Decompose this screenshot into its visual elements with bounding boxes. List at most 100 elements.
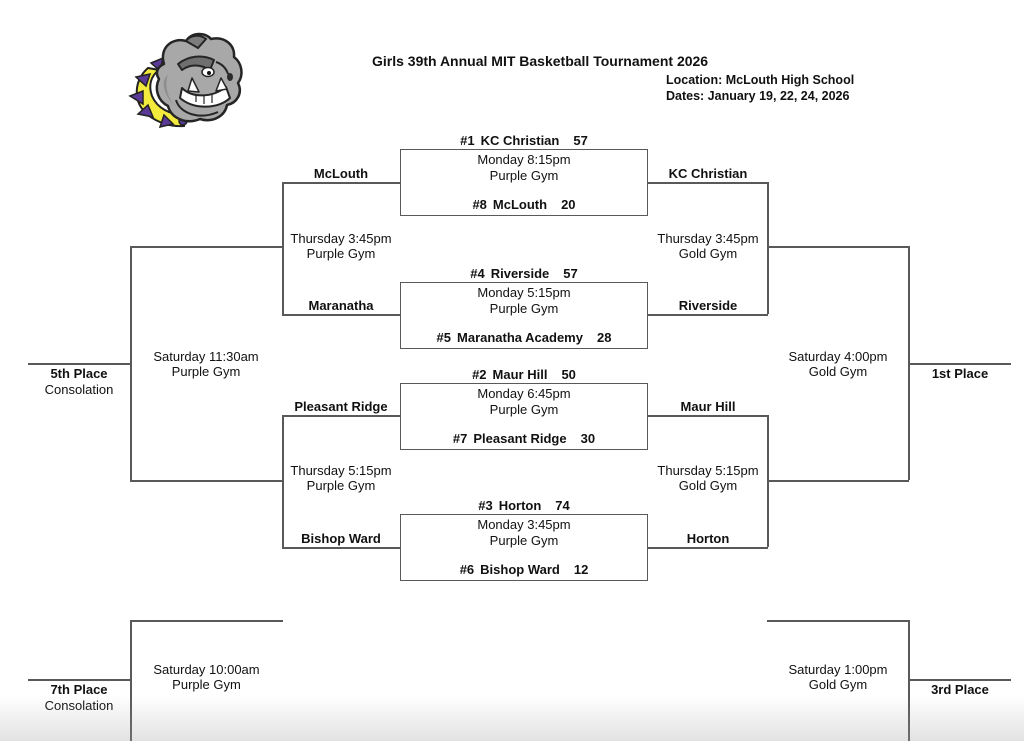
place-label: 5th Place (50, 366, 108, 381)
bracket-connector-line (282, 182, 284, 314)
score: 50 (561, 367, 576, 382)
game-time: Thursday 5:15pm (657, 463, 759, 478)
game-gym: Purple Gym (489, 300, 559, 316)
seed: #1 (460, 133, 475, 148)
game-time: Thursday 5:15pm (290, 463, 392, 478)
bracket-connector-line (767, 246, 909, 248)
bracket-connector-line (908, 620, 910, 741)
place-label: 7th Place (50, 682, 108, 697)
team-name: Pleasant Ridge (473, 431, 567, 446)
schedule-championship-game: Saturday 4:00pm Gold Gym (767, 349, 909, 379)
bracket-connector-line (282, 182, 400, 184)
schedule-3rd-place-game: Saturday 1:00pm Gold Gym (767, 662, 909, 692)
bracket-connector-line (767, 182, 769, 314)
game-gym: Gold Gym (678, 246, 738, 261)
tournament-location: Location: McLouth High School (666, 73, 855, 87)
game-time: Thursday 3:45pm (657, 231, 759, 246)
advancer-label-horton: Horton (686, 531, 730, 546)
score: 74 (555, 498, 570, 513)
bulldog-mascot-logo (128, 32, 243, 128)
tournament-dates: Dates: January 19, 22, 24, 2026 (666, 89, 850, 103)
bracket-connector-line (648, 415, 768, 417)
page-bottom-fade (0, 695, 1024, 741)
game-time: Saturday 11:30am (153, 349, 259, 364)
seed: #5 (436, 330, 452, 345)
team-name: Horton (498, 498, 542, 513)
score: 57 (573, 133, 588, 148)
score: 57 (563, 266, 578, 281)
bracket-connector-line (767, 480, 909, 482)
game-gym: Purple Gym (489, 532, 559, 548)
bracket-connector-line (648, 547, 768, 549)
bracket-connector-line (28, 363, 130, 365)
game-time: Monday 5:15pm (477, 285, 571, 300)
schedule-championship-semi-top: Thursday 3:45pm Gold Gym (648, 231, 768, 261)
advancer-label-riverside: Riverside (678, 298, 738, 313)
team-name: Riverside (490, 266, 550, 281)
bracket-connector-line (130, 246, 282, 248)
team-name: Maranatha Academy (457, 330, 583, 345)
bracket-connector-line (28, 679, 130, 681)
team-name: Bishop Ward (480, 562, 560, 577)
bracket-connector-line (130, 620, 283, 622)
team-name: KC Christian (480, 133, 560, 148)
place-label: 1st Place (931, 366, 989, 381)
bracket-connector-line (282, 415, 284, 547)
placement-3rd-place: 3rd Place (909, 682, 1011, 698)
game-4: #3 Horton 74 Monday 3:45pm Purple Gym #6 Bi… (400, 498, 648, 581)
schedule-7th-place-game: Saturday 10:00am Purple Gym (130, 662, 283, 692)
game-time: Monday 6:45pm (477, 386, 571, 401)
game-time: Saturday 10:00am (153, 662, 260, 677)
schedule-consolation-semi-bottom: Thursday 5:15pm Purple Gym (282, 463, 400, 493)
score: 30 (580, 431, 596, 446)
game-time: Saturday 1:00pm (788, 662, 888, 677)
game-2: #4 Riverside 57 Monday 5:15pm Purple Gym #… (400, 266, 648, 349)
seed: #6 (459, 562, 475, 577)
bracket-connector-line (282, 415, 400, 417)
game-time: Thursday 3:45pm (290, 231, 392, 246)
game-time: Saturday 4:00pm (788, 349, 888, 364)
placement-7th-place: 7th Place Consolation (28, 682, 130, 714)
bracket-connector-line (282, 547, 400, 549)
advancer-label-pleasant-ridge: Pleasant Ridge (294, 399, 388, 414)
game-gym: Purple Gym (489, 401, 559, 417)
score: 12 (573, 562, 589, 577)
game-2-box: Monday 5:15pm Purple Gym #5 Maranatha Aca… (400, 282, 648, 349)
place-label: 3rd Place (931, 682, 989, 697)
game-time: Monday 3:45pm (477, 517, 571, 532)
bracket-connector-line (648, 182, 768, 184)
team-name: McLouth (492, 197, 548, 212)
seed: #4 (470, 266, 485, 281)
seed: #2 (472, 367, 487, 382)
game-gym: Purple Gym (171, 364, 241, 379)
game-gym: Purple Gym (306, 246, 376, 261)
game-4-bottom-result: #6 Bishop Ward 12 (401, 562, 647, 580)
schedule-5th-place-game: Saturday 11:30am Purple Gym (130, 349, 282, 379)
bracket-connector-line (767, 620, 909, 622)
bracket-connector-line (130, 480, 282, 482)
bracket-connector-line (282, 314, 400, 316)
game-4-box: Monday 3:45pm Purple Gym #6 Bishop Ward 12 (400, 514, 648, 581)
game-gym: Gold Gym (808, 677, 868, 692)
schedule-championship-semi-bottom: Thursday 5:15pm Gold Gym (648, 463, 768, 493)
place-sublabel: Consolation (44, 382, 114, 397)
game-1-top-result: #1 KC Christian 57 (400, 133, 648, 148)
bracket-connector-line (130, 620, 132, 741)
advancer-label-mclouth: McLouth (313, 166, 369, 181)
schedule-consolation-semi-top: Thursday 3:45pm Purple Gym (282, 231, 400, 261)
seed: #3 (478, 498, 493, 513)
game-gym: Gold Gym (678, 478, 738, 493)
game-gym: Gold Gym (808, 364, 868, 379)
advancer-label-kc-christian: KC Christian (668, 166, 748, 181)
bracket-connector-line (908, 679, 1011, 681)
advancer-label-bishop-ward: Bishop Ward (301, 531, 381, 546)
game-4-top-result: #3 Horton 74 (400, 498, 648, 513)
score: 20 (561, 197, 576, 212)
advancer-label-maranatha: Maranatha (308, 298, 374, 313)
